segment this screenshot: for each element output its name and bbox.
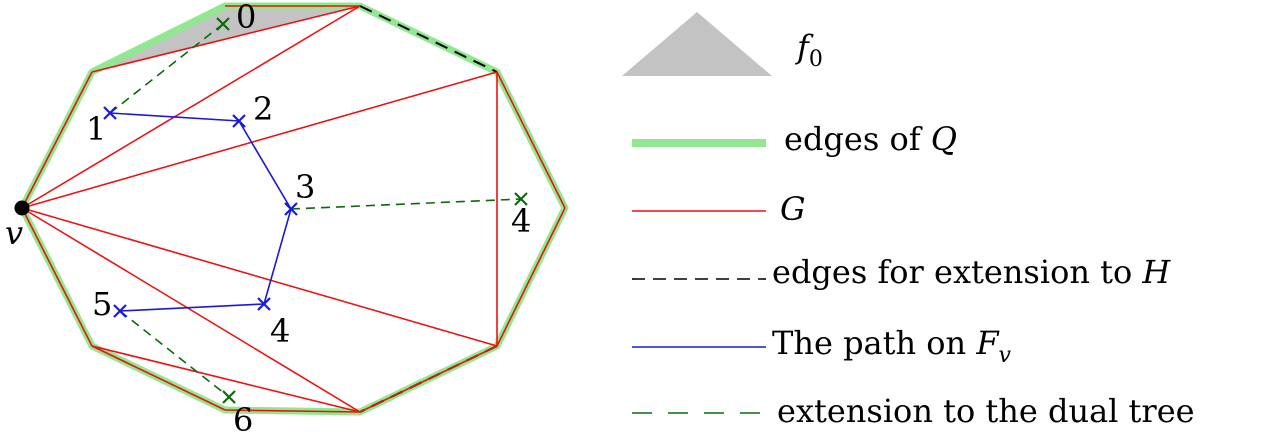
extension-edge xyxy=(359,5,498,73)
legend-extension-symbol: H xyxy=(1141,253,1171,291)
extension-edges-h xyxy=(359,5,498,413)
dual-extension-edge xyxy=(119,310,230,398)
g-edge xyxy=(496,71,566,209)
vertex-v xyxy=(14,200,30,216)
cross-marker xyxy=(216,17,230,31)
node-label-1: 1 xyxy=(86,110,106,148)
cross-marker xyxy=(257,297,271,311)
node-label-4: 4 xyxy=(270,312,290,350)
legend-face-label: f0 xyxy=(795,28,823,72)
node-label-6: 6 xyxy=(233,401,253,434)
graph-g xyxy=(21,5,566,413)
legend-face-swatch xyxy=(622,12,772,76)
legend-path-label: The path on Fv xyxy=(772,324,1012,368)
legend-path-symbol: F xyxy=(975,324,1000,362)
cross-marker xyxy=(113,304,127,318)
path-node-markers xyxy=(103,106,298,318)
legend-g-label: G xyxy=(780,190,806,228)
g-edge xyxy=(21,207,361,413)
node-label-5: 5 xyxy=(92,285,112,323)
legend-path-prefix: The path on xyxy=(772,324,976,362)
legend-face-sub: 0 xyxy=(809,47,823,72)
cross-marker xyxy=(222,390,236,404)
dual-extension-edge xyxy=(290,198,522,210)
cross-marker xyxy=(232,114,246,128)
legend-extension-prefix: edges for extension to xyxy=(772,253,1142,291)
dual-tree-extension xyxy=(109,23,522,398)
dual-extension-edge xyxy=(109,23,224,114)
legend-q-symbol: Q xyxy=(931,120,957,158)
node-label-2: 2 xyxy=(253,90,273,128)
vertex-v-label: v xyxy=(5,214,23,252)
path-on-fv xyxy=(109,112,292,312)
legend-path-sub: v xyxy=(999,343,1012,368)
legend-extension-label: edges for extension to H xyxy=(772,253,1171,291)
g-edge xyxy=(91,345,361,413)
g-edge xyxy=(496,207,566,347)
g-edge xyxy=(91,5,361,73)
cross-marker xyxy=(514,192,528,206)
legend: f0 edges of Q G edges for extension to H… xyxy=(622,12,1195,430)
legend-q-prefix: edges of xyxy=(784,120,931,158)
legend-dual-label: extension to the dual tree xyxy=(777,392,1195,430)
cross-marker xyxy=(103,106,117,120)
g-edge xyxy=(21,71,93,209)
g-edge xyxy=(224,409,361,413)
cross-marker xyxy=(284,202,298,216)
node-label-3: 3 xyxy=(295,168,315,206)
g-edge xyxy=(21,5,361,209)
node-label-0: 0 xyxy=(236,0,256,36)
dual-node-markers xyxy=(216,17,528,404)
g-edge xyxy=(21,71,498,209)
g-edge xyxy=(21,207,498,347)
g-edge xyxy=(91,345,226,411)
node-label-4-dual: 4 xyxy=(511,202,531,240)
legend-q-label: edges of Q xyxy=(784,120,957,158)
g-edge xyxy=(359,345,498,413)
g-edge xyxy=(21,207,93,347)
